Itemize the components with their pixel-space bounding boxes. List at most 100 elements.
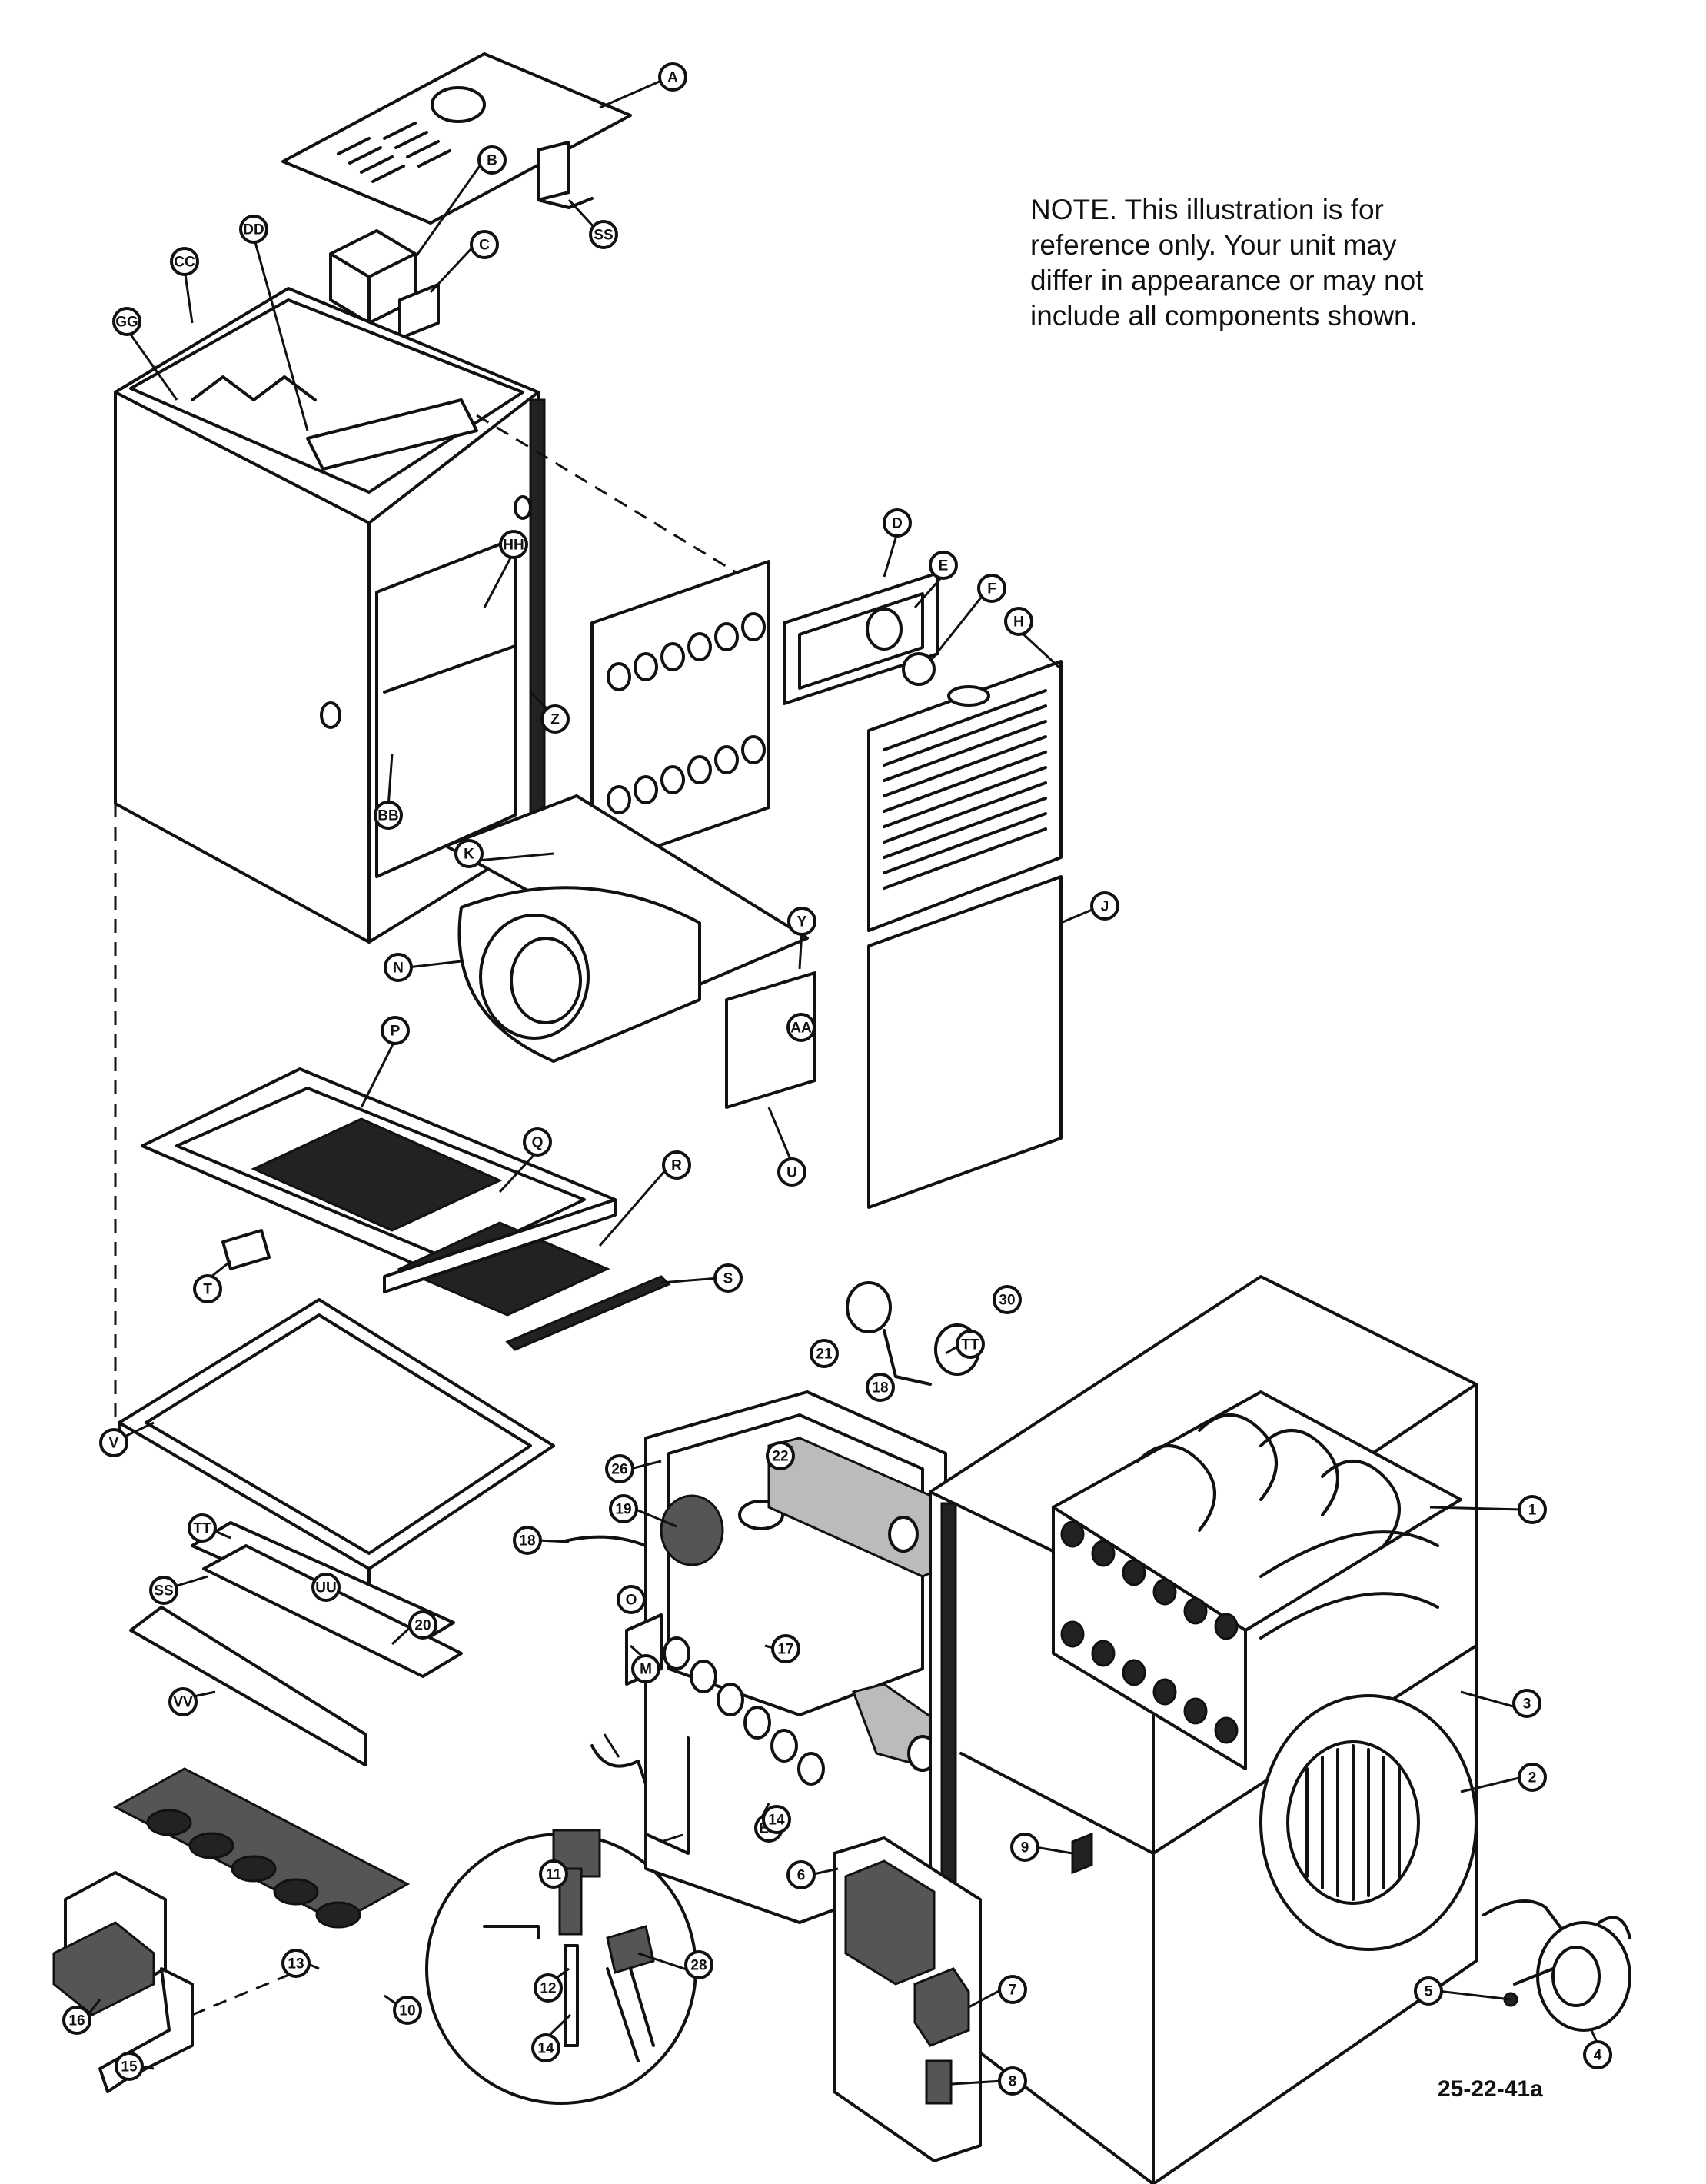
callout-label: 14	[537, 2041, 554, 2057]
callout-22: 22	[766, 1441, 795, 1470]
callout-label: D	[892, 516, 903, 532]
callout-circle	[993, 1285, 1022, 1314]
callout-circle	[662, 1150, 691, 1180]
callout-circle	[408, 1610, 437, 1640]
callout-circle	[810, 1339, 839, 1368]
callout-14: 14	[531, 2033, 560, 2062]
callout-label: 4	[1594, 2048, 1602, 2064]
junction-box-part	[329, 141, 594, 340]
callout-label: VV	[173, 1695, 193, 1711]
callout-o: O	[617, 1585, 646, 1614]
callout-label: 2	[1528, 1770, 1537, 1786]
callout-label: 22	[772, 1449, 788, 1465]
callout-circle	[281, 1949, 311, 1978]
callout-9: 9	[1010, 1833, 1039, 1862]
callout-circle	[112, 307, 141, 336]
callout-label: 16	[68, 2013, 85, 2029]
callout-4: 4	[1583, 2040, 1612, 2069]
callout-tt: TT	[956, 1330, 985, 1359]
upper-cabinet	[114, 287, 546, 944]
callout-circle	[713, 1263, 743, 1293]
callout-m: M	[631, 1654, 660, 1683]
callout-ss: SS	[149, 1576, 178, 1605]
reference-note: NOTE. This illustration is for reference…	[1030, 192, 1507, 334]
callout-circle	[771, 1634, 800, 1663]
callout-label: M	[640, 1662, 652, 1678]
callout-label: SS	[154, 1583, 173, 1600]
callout-label: 15	[121, 2059, 138, 2076]
note-line: NOTE. This illustration is for	[1030, 194, 1384, 225]
callout-30: 30	[993, 1285, 1022, 1314]
callout-r: R	[662, 1150, 691, 1180]
callout-circle	[381, 1016, 410, 1045]
callout-circle	[777, 1157, 806, 1187]
callout-label: AA	[790, 1020, 812, 1037]
callout-circle	[786, 1860, 816, 1889]
callout-label: UU	[315, 1580, 336, 1596]
callout-label: O	[626, 1593, 637, 1609]
callout-14: 14	[762, 1805, 791, 1834]
access-panel-part	[725, 971, 816, 1109]
callout-label: 14	[768, 1813, 785, 1829]
callout-circle	[540, 704, 570, 734]
callout-label: 20	[414, 1618, 431, 1634]
callout-2: 2	[1518, 1763, 1547, 1792]
callout-u: U	[777, 1157, 806, 1187]
callout-circle	[170, 247, 199, 276]
callout-circle	[513, 1526, 542, 1555]
top-panel-part	[281, 52, 632, 225]
callout-circle	[393, 1996, 422, 2025]
callout-hh: HH	[499, 530, 528, 559]
callout-5: 5	[1414, 1976, 1443, 2006]
limit-switch-part	[846, 1281, 980, 1386]
callout-circle	[523, 1127, 552, 1157]
callout-label: N	[393, 960, 404, 977]
callout-y: Y	[787, 907, 816, 936]
callout-19: 19	[609, 1494, 638, 1523]
main-blower-part	[1259, 1694, 1478, 1951]
callout-ss: SS	[589, 220, 618, 249]
callout-z: Z	[540, 704, 570, 734]
callout-circle	[787, 907, 816, 936]
callout-label: CC	[174, 255, 195, 271]
callout-label: 7	[1009, 1983, 1017, 1999]
callout-circle	[1004, 607, 1033, 636]
callout-f: F	[977, 574, 1006, 603]
callout-circle	[193, 1274, 222, 1303]
filter-rack-part	[141, 1067, 671, 1351]
callout-circle	[1512, 1689, 1541, 1718]
callout-circle	[977, 574, 1006, 603]
callout-circle	[1414, 1976, 1443, 2006]
callout-label: P	[391, 1024, 401, 1040]
lower-door-part	[867, 875, 1063, 1209]
callout-circle	[684, 1950, 713, 1979]
callout-k: K	[454, 839, 484, 868]
sight-glass-cover	[783, 571, 939, 705]
callout-circle	[929, 551, 958, 580]
callout-label: 26	[611, 1462, 627, 1478]
callout-circle	[384, 953, 413, 982]
callout-label: A	[667, 70, 678, 86]
callout-15: 15	[115, 2052, 144, 2081]
callout-label: V	[109, 1436, 119, 1452]
callout-label: BB	[377, 808, 398, 824]
callout-6: 6	[786, 1860, 816, 1889]
blower-housing-part	[444, 794, 809, 1063]
callout-label: 1	[1528, 1503, 1537, 1519]
callout-circle	[454, 839, 484, 868]
callout-label: 8	[1009, 2074, 1017, 2090]
partition-panel	[590, 560, 770, 871]
callout-gg: GG	[112, 307, 141, 336]
callout-label: 9	[1021, 1840, 1029, 1856]
note-line: differ in appearance or may not	[1030, 265, 1424, 296]
callout-circle	[149, 1576, 178, 1605]
callout-circle	[168, 1687, 198, 1716]
callout-circle	[998, 1975, 1027, 2004]
callout-e: E	[929, 551, 958, 580]
door-switch-part	[1071, 1832, 1093, 1875]
callout-7: 7	[998, 1975, 1027, 2004]
callout-label: 18	[519, 1533, 535, 1550]
heat-exchanger-part	[1052, 1390, 1462, 1770]
callout-21: 21	[810, 1339, 839, 1368]
